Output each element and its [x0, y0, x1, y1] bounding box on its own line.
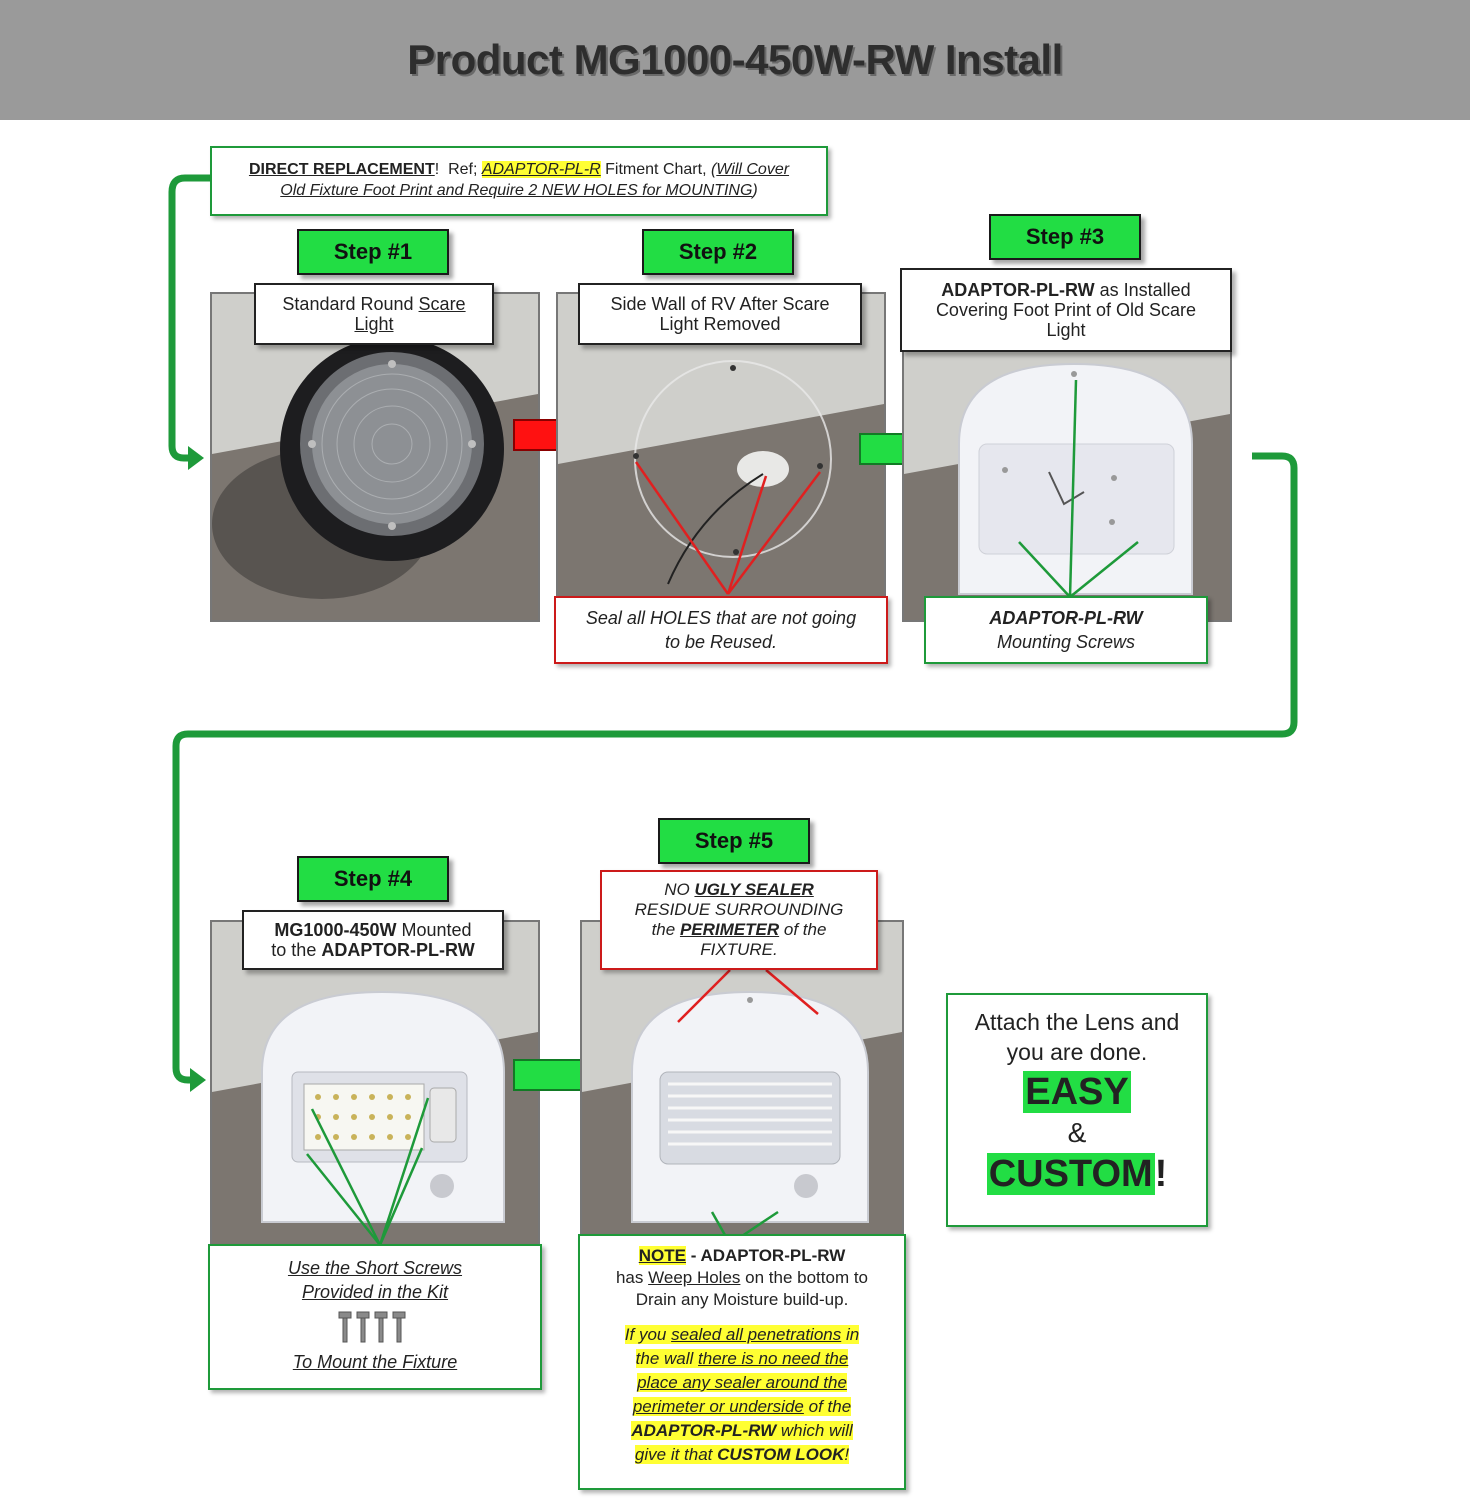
step-5-label: Step #5: [658, 818, 810, 864]
short-screws-note: Use the Short Screws Provided in the Kit…: [208, 1244, 542, 1390]
adaptor-link[interactable]: ADAPTOR-PL-R: [481, 161, 601, 178]
flow-line-right: [172, 452, 1298, 1084]
step-4-label: Step #4: [297, 856, 449, 902]
final-message-box: Attach the Lens and you are done. EASY &…: [946, 993, 1208, 1227]
weep-holes-note: NOTE - ADAPTOR-PL-RW has Weep Holes on t…: [578, 1234, 906, 1490]
step-2-caption: Side Wall of RV After Scare Light Remove…: [578, 283, 862, 345]
rv-side-wall-image: [558, 294, 884, 620]
step-4-caption: MG1000-450W Mounted to the ADAPTOR-PL-RW: [242, 910, 504, 970]
note-label: NOTE: [638, 1246, 686, 1265]
flow-arrowhead-1: [188, 446, 204, 470]
intro-note: DIRECT REPLACEMENT! Ref; ADAPTOR-PL-R Fi…: [210, 146, 828, 216]
screws-icon: [338, 1311, 406, 1343]
step-1-label: Step #1: [297, 229, 449, 275]
custom-look-tip: If you sealed all penetrations in the wa…: [624, 1325, 860, 1464]
custom-label: CUSTOM: [986, 1153, 1155, 1195]
step-1-photo: [210, 292, 540, 622]
step-2-photo: [556, 292, 886, 622]
page-title: Product MG1000-450W-RW Install: [407, 36, 1063, 83]
mounting-screws-note: ADAPTOR-PL-RW Mounting Screws: [924, 596, 1208, 664]
step-4-photo: [210, 920, 540, 1250]
seal-holes-note: Seal all HOLES that are not going to be …: [554, 596, 888, 664]
step-3-caption: ADAPTOR-PL-RW as Installed Covering Foot…: [900, 268, 1232, 352]
direct-replacement-label: DIRECT REPLACEMENT: [248, 161, 435, 178]
page-header: Product MG1000-450W-RW Install: [0, 0, 1470, 120]
step-1-caption: Standard Round Scare Light: [254, 283, 494, 345]
easy-label: EASY: [1023, 1071, 1131, 1113]
fixture-mounted-image: [212, 922, 538, 1248]
step-5-photo: [580, 920, 904, 1250]
no-sealer-residue-note: NO UGLY SEALER RESIDUE SURROUNDING the P…: [600, 870, 878, 970]
flow-line-top-left: [168, 174, 212, 462]
flow-arrowhead-2: [190, 1068, 206, 1092]
finished-fixture-image: [582, 922, 902, 1248]
step-2-label: Step #2: [642, 229, 794, 275]
round-scare-light-image: [212, 294, 538, 620]
step-3-label: Step #3: [989, 214, 1141, 260]
